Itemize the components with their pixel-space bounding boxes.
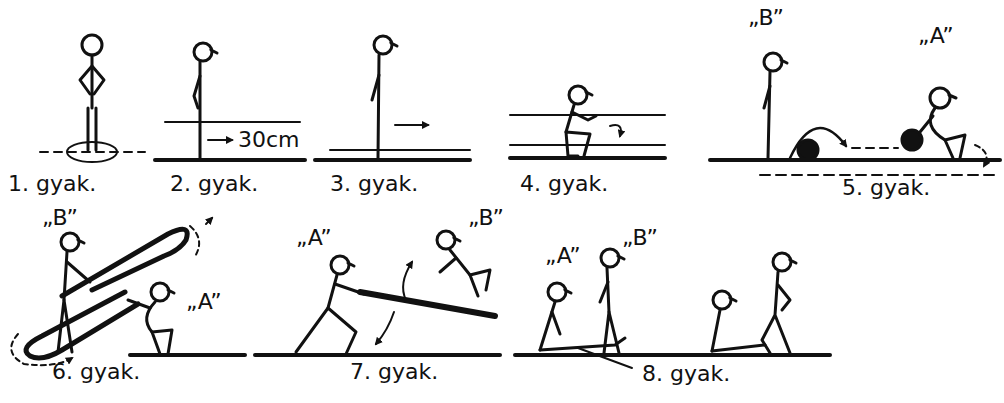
person-label: „B” xyxy=(468,206,504,230)
figure-2 xyxy=(155,43,305,160)
exercise-label: 1. gyak. xyxy=(8,172,96,196)
exercise-label: 6. gyak. xyxy=(52,360,140,384)
exercise-label: 8. gyak. xyxy=(642,362,730,386)
figure-4 xyxy=(510,86,665,158)
person-label: „A” xyxy=(296,226,332,250)
dimension-label: 30cm xyxy=(238,128,300,152)
figure-6 xyxy=(11,218,245,365)
person-label: „A” xyxy=(186,290,222,314)
exercise-label: 7. gyak. xyxy=(350,360,438,384)
exercise-label: 4. gyak. xyxy=(520,172,608,196)
exercise-label: 3. gyak. xyxy=(330,172,418,196)
figure-1 xyxy=(40,35,145,162)
figure-3 xyxy=(315,36,470,160)
exercise-label: 5. gyak. xyxy=(842,176,930,200)
exercise-label: 2. gyak. xyxy=(170,172,258,196)
person-label: „A” xyxy=(918,24,954,48)
figure-7 xyxy=(255,231,500,355)
person-label: „A” xyxy=(545,244,581,268)
person-label: „B” xyxy=(622,226,658,250)
person-label: „B” xyxy=(748,6,784,30)
figure-5 xyxy=(710,53,1000,175)
person-label: „B” xyxy=(42,206,78,230)
